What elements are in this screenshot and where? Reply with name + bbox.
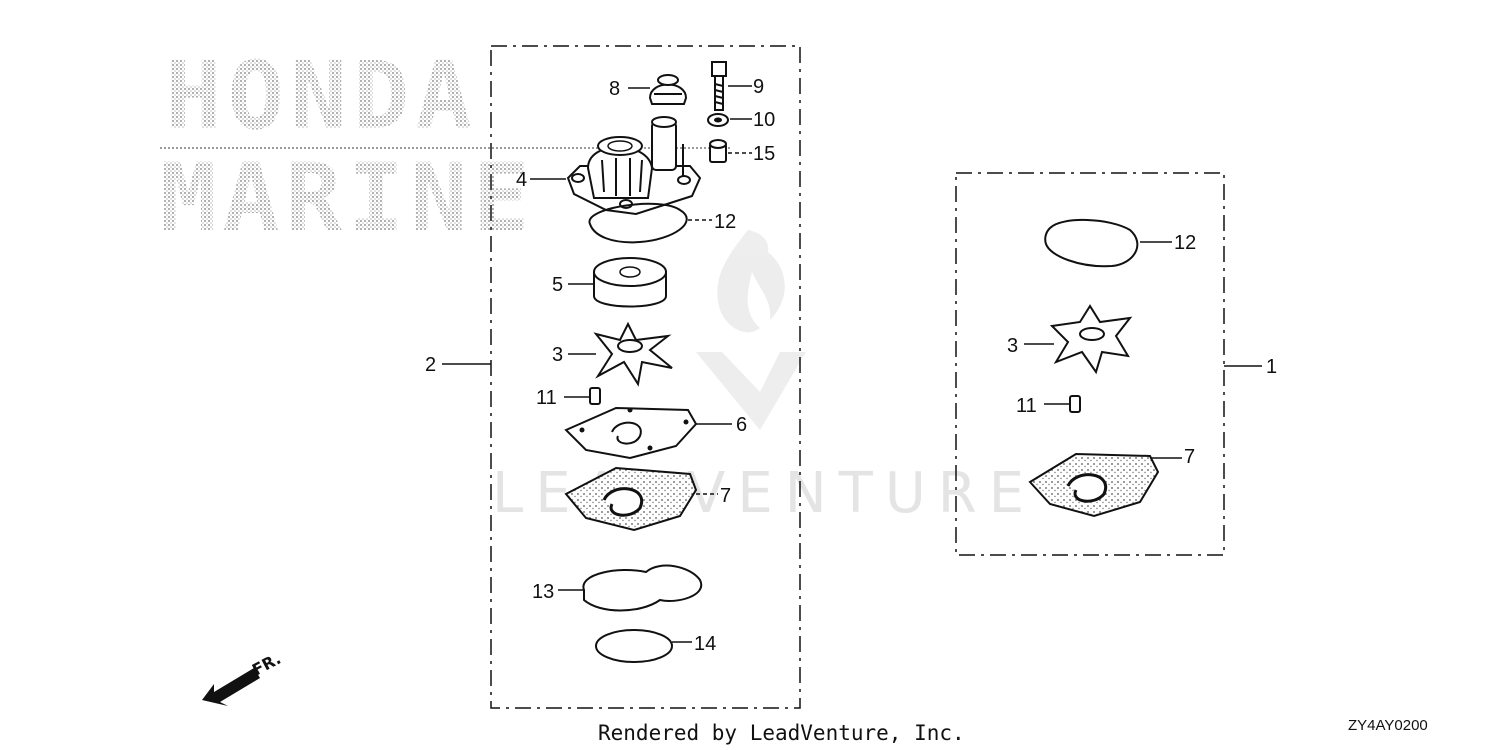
kit-1-label[interactable]: 1 [1266, 356, 1277, 378]
part-6-plate[interactable] [564, 406, 698, 460]
part-10-washer[interactable] [707, 113, 729, 127]
part-11-key-left[interactable] [589, 387, 601, 405]
diagram-code: ZY4AY0200 [1348, 717, 1428, 734]
callout-12-right[interactable]: 12 [1174, 232, 1196, 254]
callout-3-right[interactable]: 3 [1007, 335, 1018, 357]
part-12-gasket-right[interactable] [1044, 219, 1139, 268]
callout-14[interactable]: 14 [694, 633, 716, 655]
part-3-impeller-right[interactable] [1049, 304, 1133, 375]
callout-10[interactable]: 10 [753, 109, 775, 131]
part-14-o-ring[interactable] [595, 629, 673, 663]
watermark-marine: MARINE [160, 144, 536, 253]
part-13-gasket[interactable] [582, 564, 703, 612]
watermark-honda: HONDA [165, 42, 478, 151]
part-3-impeller-left[interactable] [593, 321, 673, 387]
callout-7-right[interactable]: 7 [1184, 446, 1195, 468]
part-9-bolt[interactable] [711, 61, 727, 111]
callout-6[interactable]: 6 [736, 414, 747, 436]
part-7-gasket-left[interactable] [564, 466, 698, 532]
part-15-collar[interactable] [709, 139, 727, 163]
callout-7-left[interactable]: 7 [720, 485, 731, 507]
callout-5[interactable]: 5 [552, 274, 563, 296]
callout-12-left[interactable]: 12 [714, 211, 736, 233]
front-arrow-icon [202, 668, 260, 706]
callout-4[interactable]: 4 [516, 169, 527, 191]
part-5-impeller-housing[interactable] [593, 257, 667, 308]
part-4-pump-housing[interactable] [566, 116, 702, 216]
part-11-key-right[interactable] [1069, 395, 1081, 413]
part-12-gasket-left[interactable] [588, 202, 688, 244]
kit-1-boundary [955, 172, 1225, 556]
callout-13[interactable]: 13 [532, 581, 554, 603]
part-7-gasket-right[interactable] [1028, 452, 1160, 518]
rendered-by-credit: Rendered by LeadVenture, Inc. [598, 721, 965, 745]
callout-11-left[interactable]: 11 [536, 387, 557, 409]
callout-3-left[interactable]: 3 [552, 344, 563, 366]
kit-2-label[interactable]: 2 [425, 354, 436, 376]
callout-15[interactable]: 15 [753, 143, 775, 165]
watermark-leadventure-logo [696, 230, 806, 430]
callout-11-right[interactable]: 11 [1016, 395, 1037, 417]
callout-9[interactable]: 9 [753, 76, 764, 98]
kit-2-boundary [490, 45, 801, 709]
part-8-grommet[interactable] [648, 74, 688, 105]
callout-8[interactable]: 8 [609, 78, 620, 100]
